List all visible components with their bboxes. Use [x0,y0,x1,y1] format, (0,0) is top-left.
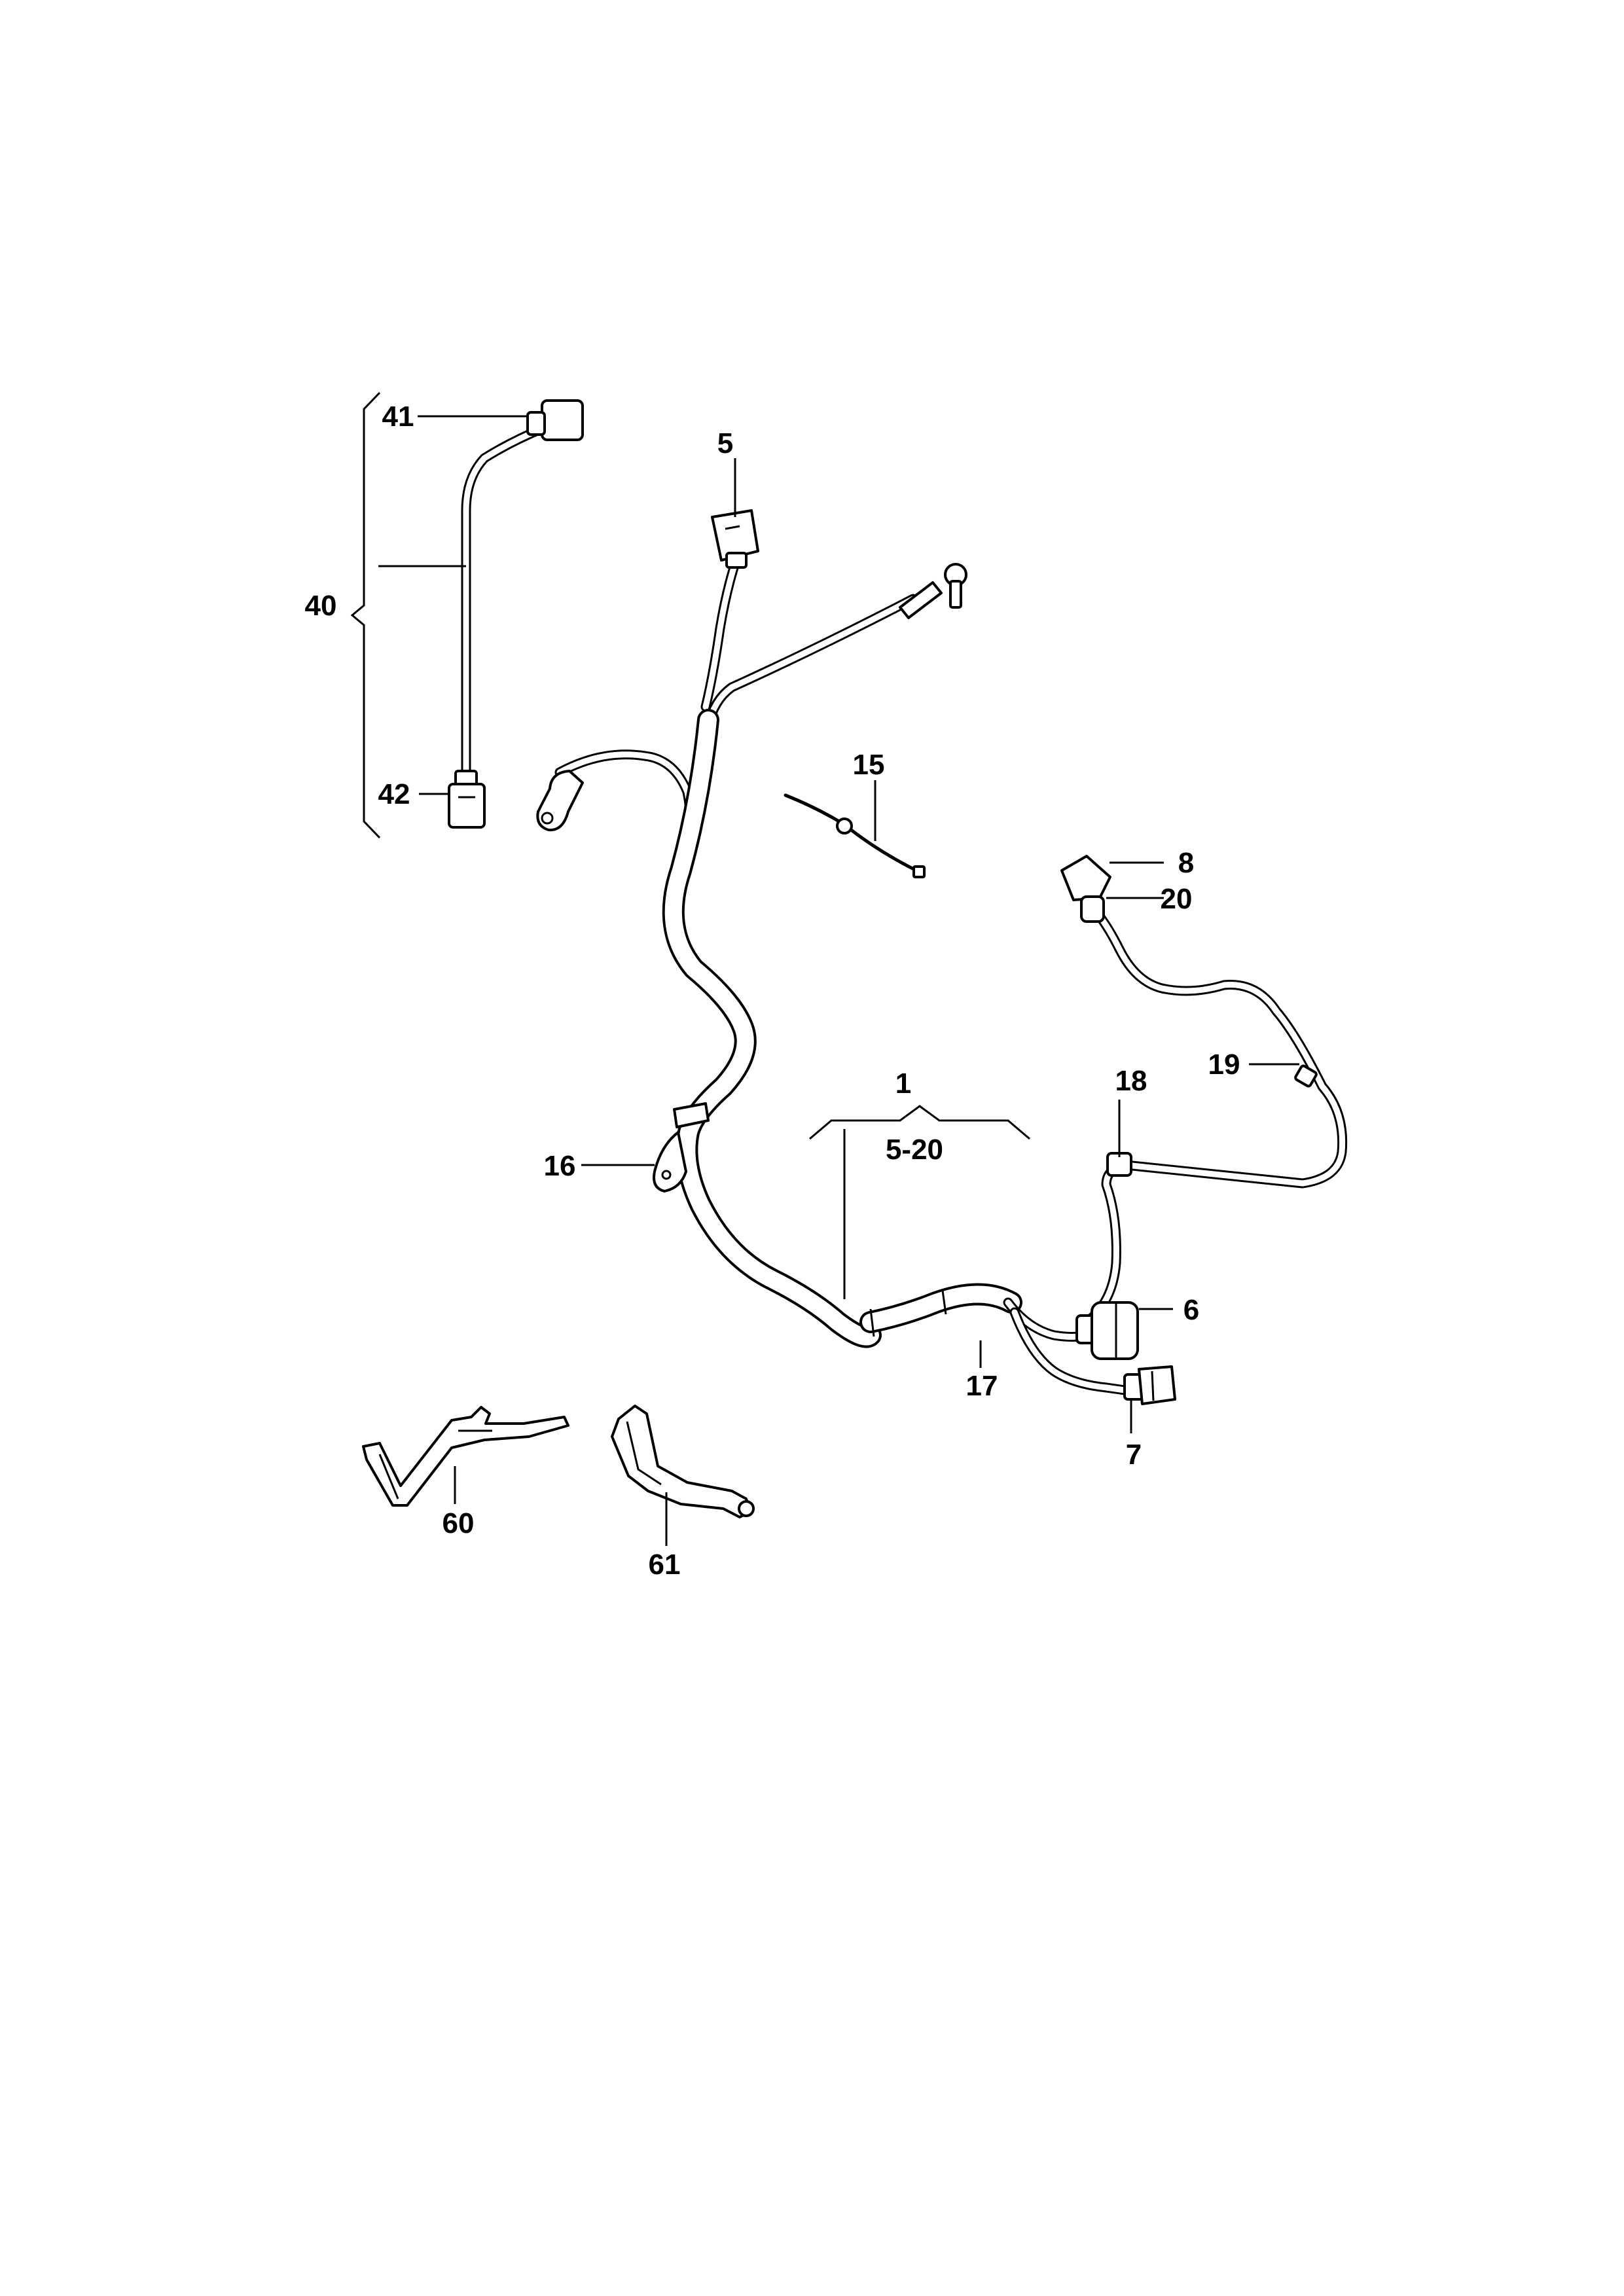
callout-labels: 41 5 40 42 15 8 20 19 18 1 5-20 16 6 17 … [305,401,1240,1581]
connector-5 [711,509,759,562]
callout-7: 7 [1126,1439,1142,1471]
callout-15: 15 [853,749,885,781]
connector-41 [541,399,584,441]
sensor-cable-assembly [350,391,584,839]
callout-1: 1 [895,1067,911,1100]
plug-20 [1080,895,1105,923]
callout-5: 5 [717,427,733,459]
wiring-harness-1 [536,509,1348,1405]
connector-8 [1060,855,1111,901]
callout-18: 18 [1115,1065,1147,1097]
grommet-19 [1294,1064,1318,1088]
callout-20: 20 [1161,883,1193,915]
callout-19: 19 [1208,1049,1240,1081]
mount-tab-16 [653,1131,687,1193]
callout-6: 6 [1183,1294,1199,1326]
leader-lines [378,415,1299,1546]
bracket-1 [809,1105,1030,1140]
bracket-60 [362,1406,569,1507]
callout-40: 40 [305,590,337,622]
connector-42 [448,783,486,829]
connector-7 [1138,1365,1176,1405]
callout-1-range: 5-20 [886,1134,943,1166]
callout-17: 17 [966,1370,998,1402]
bracket-61 [611,1405,755,1518]
cable-tie-15 [784,793,926,878]
callout-41: 41 [382,401,414,433]
callout-8: 8 [1178,847,1194,879]
bracket-40 [350,391,381,839]
callout-60: 60 [442,1507,475,1539]
callout-42: 42 [378,778,410,810]
callout-61: 61 [649,1549,681,1581]
ring-terminal-left [536,770,584,832]
callout-16: 16 [544,1150,576,1182]
connector-6 [1091,1301,1139,1360]
